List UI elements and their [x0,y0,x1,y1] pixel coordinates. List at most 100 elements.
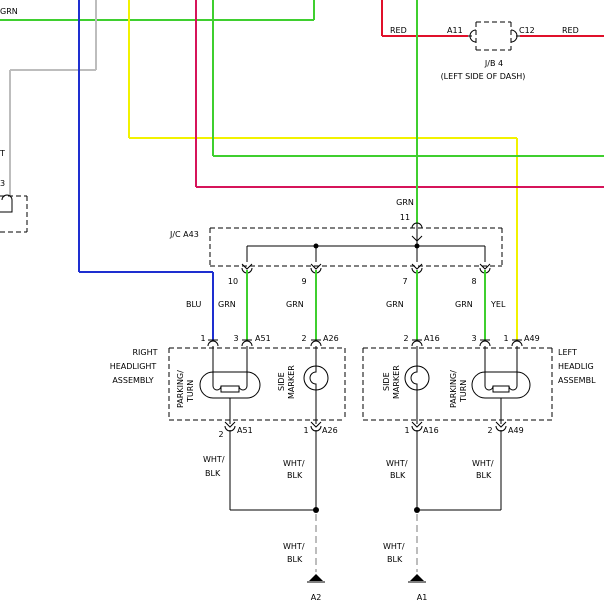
jc-pin: 9 [301,277,306,286]
bulb-filament-icon [492,386,510,393]
junction-block-connector [468,21,520,51]
connector-symbol [468,29,477,43]
pin-label: 1 [503,334,508,343]
pin-label: 2 [403,334,408,343]
pin-label: 1 [303,426,308,435]
wht-blk-label: WHT/ [386,459,408,468]
connector-label: A26 [322,426,338,435]
pin-connector [241,339,253,347]
splice-dot [313,507,319,513]
top-wires [0,0,604,340]
connector-label: A16 [424,334,440,343]
left-headlight-assembly [362,339,553,432]
left-fragment: T 3 [0,149,28,233]
pin-connector [411,339,423,347]
wht-blk-label: BLK [390,471,406,480]
jb-conn-left-label: A11 [447,26,463,35]
grn-top-label: GRN [0,7,18,16]
jc-feed-arrow [411,235,418,242]
parking-turn-label: TURN [459,380,468,403]
bulb-filament-icon [410,366,418,390]
pin-label: 2 [218,430,223,439]
ground-symbol-icon [410,574,424,581]
wht-blk-label: BLK [387,555,403,564]
pin-label: 3 [471,334,476,343]
ground-wiring [229,430,502,583]
assembly-name: RIGHT [132,348,157,357]
red-left-label: RED [390,26,407,35]
side-marker-label: MARKER [392,365,401,399]
assembly-name: ASSEMBLY [112,376,153,385]
jb-name: J/B 4 [484,59,503,68]
pin-connector [310,339,322,347]
wht-blk-label: BLK [476,471,492,480]
ground-label: A1 [417,593,428,602]
wht-blk-label: BLK [287,555,303,564]
side-marker-label: SIDE [277,372,286,391]
jc-name: J/C A43 [169,230,199,239]
jb-location: (LEFT SIDE OF DASH) [441,72,526,81]
jc-pin: 10 [228,277,238,286]
bulb-filament-icon [212,378,248,391]
splice-dot [414,507,420,513]
jb-conn-right-label: C12 [519,26,535,35]
parking-turn-label: PARKING/ [449,370,458,408]
grn-wire-label: GRN [286,300,304,309]
left-fragment-3: 3 [0,179,5,188]
left-fragment-t: T [0,149,5,158]
pin-connector [207,339,219,347]
grn-feed-pin: 11 [400,213,410,222]
assembly-name: HEADLIGHT [110,362,157,371]
parking-turn-label: PARKING/ [176,370,185,408]
connector-label: A51 [237,426,253,435]
connector-label: A16 [423,426,439,435]
wht-blk-label: WHT/ [383,542,405,551]
bulb-filament-icon [309,366,317,390]
wht-blk-label: WHT/ [203,455,225,464]
connector-label: A26 [323,334,339,343]
pin-label: 1 [404,426,409,435]
assembly-name: ASSEMBL [558,376,596,385]
jc-output-wires [246,270,486,340]
left-fragment-connector [0,194,13,213]
grn-wire-label: GRN [386,300,404,309]
parking-turn-bulb-icon [471,371,531,399]
jc-feed-connector [411,222,423,229]
jc-feed-arrow [416,235,423,242]
pin-label: 1 [200,334,205,343]
ground-label: A2 [311,593,322,602]
grn-wire-label: GRN [218,300,236,309]
pin-connector [479,339,491,347]
wht-blk-label: WHT/ [283,542,305,551]
assembly-name: HEADLIG [558,362,594,371]
parking-turn-bulb-icon [199,371,261,399]
ground-symbol-icon [309,574,323,581]
yel-wire-label: YEL [490,300,506,309]
pin-label: 2 [487,426,492,435]
side-marker-label: MARKER [287,365,296,399]
bulb-filament-icon [220,386,240,393]
wht-blk-label: WHT/ [472,459,494,468]
bulb-filament-icon [484,378,518,391]
jc-pin: 7 [402,277,407,286]
pin-connector [511,339,523,347]
jc-pin: 8 [471,277,476,286]
pin-label: 3 [233,334,238,343]
connector-label: A51 [255,334,271,343]
blu-wire-label: BLU [186,300,202,309]
bus-junction-dot [313,243,319,249]
junction-connector [209,222,503,274]
grn-wire-label: GRN [455,300,473,309]
wht-blk-label: BLK [205,469,221,478]
assembly-name: LEFT [558,348,577,357]
right-headlight-assembly [168,339,346,432]
connector-label: A49 [524,334,540,343]
wht-blk-label: WHT/ [283,459,305,468]
wht-blk-label: BLK [287,471,303,480]
side-marker-label: SIDE [382,372,391,391]
red-right-label: RED [562,26,579,35]
pin-label: 2 [301,334,306,343]
parking-turn-label: TURN [186,380,195,403]
bus-junction-dot [414,243,420,249]
